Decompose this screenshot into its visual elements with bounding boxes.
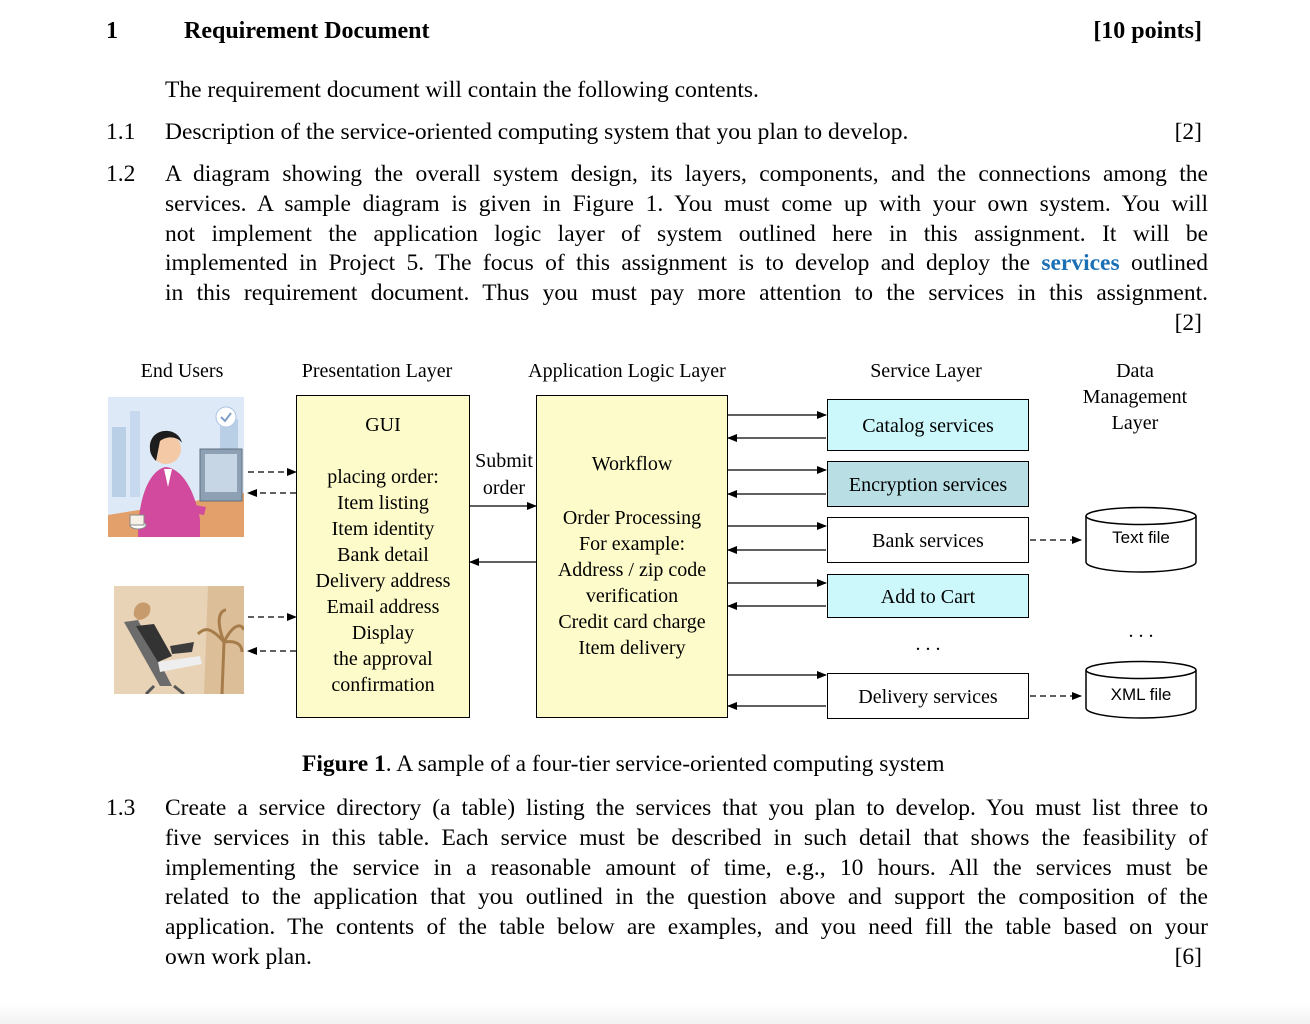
intro-text: The requirement document will contain th… [165, 77, 759, 103]
layer-label-logic: Application Logic Layer [528, 360, 726, 382]
gui-feature: Delivery address [315, 570, 451, 592]
gui-feature-list: placing order: Item listing Item identit… [297, 464, 469, 698]
gui-title: GUI [365, 414, 401, 436]
text-file-label: Text file [1112, 528, 1170, 547]
item-1-2-line: implemented in Project 5. The focus of t… [165, 249, 1208, 279]
xml-file-store: XML file [1084, 660, 1198, 720]
cylinder-icon [1085, 506, 1197, 573]
page-bottom-edge [0, 1004, 1310, 1024]
item-1-2-points: [2] [1174, 310, 1202, 336]
gui-feature: Bank detail [337, 544, 429, 566]
item-1-3-points: [6] [1174, 944, 1202, 970]
workflow-step-list: Order Processing For example: Address / … [537, 505, 727, 661]
encryption-service-box: Encryption services [827, 461, 1029, 507]
item-1-3-line: related to the application that you outl… [165, 884, 1208, 911]
item-1-3-paragraph: Create a service directory (a table) lis… [165, 794, 1208, 973]
submit-label-line: Submit [475, 450, 533, 472]
item-1-2-line: in this requirement document. Thus you m… [165, 280, 1208, 307]
item-1-3-line: five services in this table. Each servic… [165, 824, 1208, 851]
xml-file-label: XML file [1110, 685, 1172, 704]
gui-feature: Item identity [331, 518, 435, 540]
gui-feature: Display [351, 622, 415, 644]
services-link[interactable]: services [1041, 250, 1120, 277]
workflow-title: Workflow [591, 453, 673, 475]
workflow-step: Order Processing [562, 507, 702, 529]
item-1-2-line: A diagram showing the overall system des… [165, 161, 1208, 187]
figure-caption-label: Figure 1 [302, 751, 386, 777]
item-1-3-number: 1.3 [106, 795, 136, 821]
layer-label-end-users: End Users [140, 360, 224, 382]
gui-feature: placing order: [327, 466, 439, 488]
layer-label-data-line: Layer [1111, 412, 1159, 434]
delivery-service-box: Delivery services [827, 673, 1029, 719]
catalog-service-box: Catalog services [827, 399, 1029, 451]
add-to-cart-service-box: Add to Cart [827, 574, 1029, 618]
item-1-2-line4-post: outlined [1130, 250, 1209, 277]
item-1-2-number: 1.2 [106, 161, 136, 187]
item-1-2-line: services. A sample diagram is given in F… [165, 190, 1208, 217]
figure-caption-text: . A sample of a four-tier service-orient… [385, 751, 945, 777]
workflow-step: Item delivery [578, 637, 686, 659]
workflow-step: verification [585, 585, 679, 607]
item-1-2-line: not implement the application logic laye… [165, 220, 1208, 247]
data-ellipsis: . . . [1128, 620, 1154, 642]
section-number: 1 [106, 18, 118, 44]
item-1-1-number: 1.1 [106, 119, 136, 145]
section-title: Requirement Document [184, 18, 430, 44]
layer-label-service: Service Layer [870, 360, 982, 382]
item-1-3-line: own work plan. [165, 943, 312, 970]
gui-feature: confirmation [331, 674, 435, 696]
item-1-2-line4-pre: implemented in Project 5. The focus of t… [165, 250, 1030, 277]
workflow-step: For example: [578, 533, 686, 555]
gui-feature: Item listing [337, 492, 429, 514]
item-1-2-paragraph: A diagram showing the overall system des… [165, 160, 1208, 309]
gui-box: GUI placing order: Item listing Item ide… [296, 395, 470, 718]
item-1-1-points: [2] [1174, 119, 1202, 145]
gui-feature: Email address [326, 596, 440, 618]
item-1-3-line: Create a service directory (a table) lis… [165, 795, 1208, 821]
layer-label-presentation: Presentation Layer [301, 360, 453, 382]
bank-service-box: Bank services [827, 517, 1029, 563]
workflow-box: Workflow Order Processing For example: A… [536, 395, 728, 718]
item-1-3-line: application. The contents of the table b… [165, 914, 1208, 941]
workflow-step: Address / zip code [557, 559, 707, 581]
item-1-3-line: implementing the service in a reasonable… [165, 854, 1208, 881]
layer-label-data-line: Management [1082, 386, 1188, 408]
figure-caption: Figure 1. A sample of a four-tier servic… [302, 751, 945, 778]
submit-order-label: Submit order [470, 448, 538, 502]
gui-feature: the approval [333, 648, 433, 670]
layer-label-data-line: Data [1116, 360, 1154, 382]
relaxed-user-illustration [114, 586, 244, 694]
services-ellipsis: . . . [915, 633, 941, 655]
section-points: [10 points] [1093, 18, 1202, 44]
cylinder-icon [1085, 660, 1197, 719]
item-1-1-text: Description of the service-oriented comp… [165, 119, 909, 145]
office-worker-illustration [108, 397, 244, 537]
text-file-store: Text file [1084, 506, 1198, 574]
workflow-step: Credit card charge [558, 611, 706, 633]
submit-label-line: order [482, 477, 526, 499]
layer-label-data: Data Management Layer [1060, 358, 1210, 436]
